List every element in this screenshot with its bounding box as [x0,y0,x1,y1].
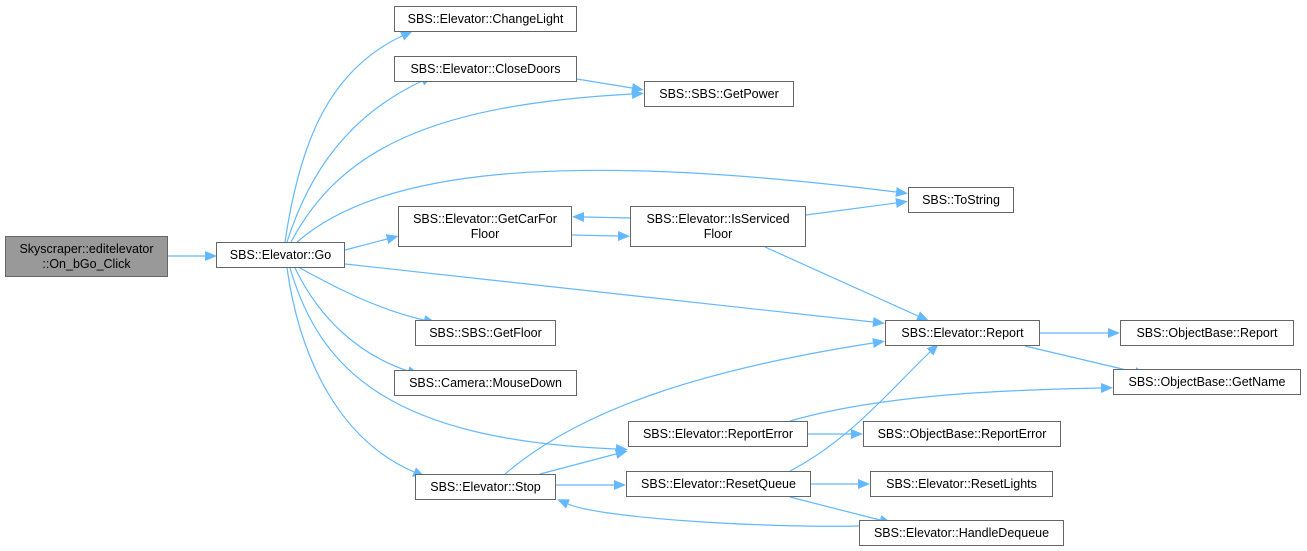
node-objectbase-getname[interactable]: SBS::ObjectBase::GetName [1113,369,1301,395]
node-objectbase-report[interactable]: SBS::ObjectBase::Report [1120,320,1294,346]
node-elevator-closedoors[interactable]: SBS::Elevator::CloseDoors [394,56,577,82]
node-label: SBS::ObjectBase::GetName [1128,374,1286,389]
node-elevator-reporterror[interactable]: SBS::Elevator::ReportError [628,421,808,447]
node-label-line-2: Floor [470,226,500,241]
node-label: SBS::Elevator::ReportError [642,426,794,441]
edge-isservicedfloor-to-tostring [805,198,908,216]
node-label: SBS::ObjectBase::ReportError [877,426,1047,441]
edge-go-to-getcarforfloor [344,234,399,251]
edge-go-to-changelight [284,30,413,243]
node-sbs-tostring[interactable]: SBS::ToString [908,187,1014,213]
edge-go-to-stop [286,267,426,477]
edge-handledequeue-to-stop [556,499,860,527]
node-elevator-go[interactable]: SBS::Elevator::Go [216,242,345,268]
edge-report-to-getname [1024,345,1147,377]
edge-closedoors-to-getpower [576,78,644,93]
node-root-on-bgo-click: Skyscraper::editelevator::On_bGo_Click [5,236,168,277]
edge-stop-to-report [504,338,885,475]
node-root-line-1: Skyscraper::editelevator [19,241,154,256]
node-objectbase-reporterror[interactable]: SBS::ObjectBase::ReportError [863,421,1061,447]
node-label: SBS::SBS::GetFloor [429,325,542,340]
node-elevator-report[interactable]: SBS::Elevator::Report [885,320,1040,346]
edge-go-to-getpower [290,89,644,243]
edge-go-to-mousedown [294,267,420,376]
node-label: SBS::Elevator::ResetLights [886,476,1037,491]
node-camera-mousedown[interactable]: SBS::Camera::MouseDown [394,370,577,396]
node-label: SBS::Elevator::ResetQueue [641,476,796,491]
node-label: SBS::SBS::GetPower [659,86,779,101]
node-elevator-stop[interactable]: SBS::Elevator::Stop [415,474,556,500]
edge-stop-to-reporterror [539,449,628,475]
edge-reporterror-to-getname [789,383,1113,422]
edge-resetqueue-to-handledequeue [789,496,892,525]
edge-getcarforfloor-to-isservicedfloor [571,231,630,241]
edge-isservicedfloor-to-report [764,246,929,321]
edge-go-to-report [344,263,885,327]
node-label-line-1: SBS::Elevator::GetCarFor [413,211,557,226]
node-elevator-handledequeue[interactable]: SBS::Elevator::HandleDequeue [859,520,1064,546]
node-elevator-changelight[interactable]: SBS::Elevator::ChangeLight [394,6,577,32]
node-label-line-1: SBS::Elevator::IsServiced [646,211,790,226]
node-label: SBS::Elevator::Report [901,325,1024,340]
node-label: SBS::Elevator::ChangeLight [407,11,564,26]
node-label: SBS::ObjectBase::Report [1136,325,1278,340]
edge-go-to-tostring [296,169,908,243]
node-sbs-getfloor[interactable]: SBS::SBS::GetFloor [415,320,556,346]
node-label-line-2: Floor [703,226,733,241]
node-elevator-resetlights[interactable]: SBS::Elevator::ResetLights [870,471,1053,497]
edge-go-to-closedoors [286,75,433,243]
node-label: SBS::Elevator::Go [229,247,332,262]
node-elevator-resetqueue[interactable]: SBS::Elevator::ResetQueue [626,471,811,497]
node-root-line-2: ::On_bGo_Click [42,256,131,271]
node-label: SBS::ToString [922,192,1000,207]
node-label: SBS::Camera::MouseDown [409,375,562,390]
node-label: SBS::Elevator::CloseDoors [410,61,561,76]
edge-go-to-reporterror [289,267,628,454]
edge-go-to-getfloor [299,267,436,325]
node-label: SBS::Elevator::Stop [430,479,541,494]
edge-isservicedfloor-to-getcarforfloor [572,212,631,222]
edge-resetqueue-to-report [789,343,939,472]
node-label: SBS::Elevator::HandleDequeue [873,525,1050,540]
node-sbs-getpower[interactable]: SBS::SBS::GetPower [644,81,794,107]
